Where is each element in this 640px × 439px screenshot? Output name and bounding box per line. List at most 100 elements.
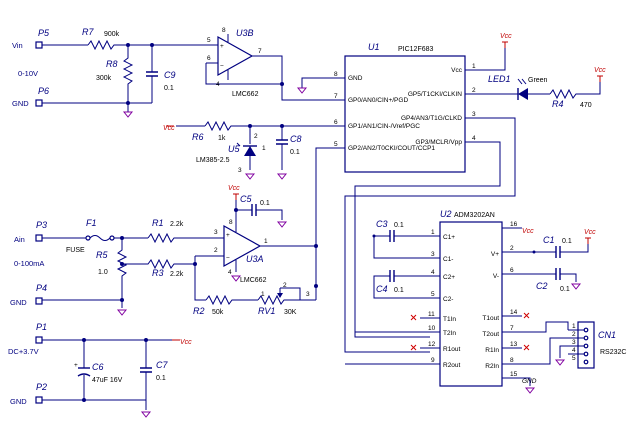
f1-value: FUSE <box>66 247 85 254</box>
u5-pin: 1 <box>262 145 266 152</box>
u2-lpin-num: 10 <box>428 325 436 332</box>
u2-lpin-num: 1 <box>431 229 435 236</box>
connector-cn1: 1 2 3 4 5 CN1 RS232C <box>568 321 626 369</box>
vcc-label: Vcc <box>584 229 596 236</box>
u2-gnd-pin-label: GND <box>522 378 537 385</box>
u2-lpin-name: C2- <box>443 296 453 303</box>
u2-rpin-num: 15 <box>510 371 518 378</box>
port-p3: P3 Ain <box>14 220 47 244</box>
rv1-pin: 3 <box>306 291 310 298</box>
u2-lpin-name: T1In <box>443 316 456 323</box>
u2-rpin-name: V- <box>493 273 499 280</box>
opamp-u3a: + − U3A LMC662 3 2 1 8 4 <box>214 218 316 284</box>
c4-value: 0.1 <box>394 287 404 294</box>
svg-text:−: − <box>220 63 224 70</box>
u3a-pin: 3 <box>214 229 218 236</box>
p2-ref: P2 <box>36 382 47 392</box>
voltage-range-label: 0-10V <box>18 69 38 78</box>
u3b-pin-p: 5 <box>207 37 211 44</box>
capacitor-c6: + C6 47uF 16V <box>74 340 123 400</box>
port-p6: P6 GND <box>12 86 49 108</box>
c6-value: 47uF 16V <box>92 377 123 384</box>
u2-lpin-num: 12 <box>428 341 436 348</box>
p1-net: DC+3.7V <box>8 347 39 356</box>
u3b-pin-gnd: 4 <box>216 81 220 88</box>
rv1-ref: RV1 <box>258 306 275 316</box>
u2-rpin-name: T2out <box>482 331 499 338</box>
p6-net-label: GND <box>12 99 29 108</box>
resistor-r7: R7 900k <box>82 27 122 51</box>
zener-u5: U5 LM385-2.5 2 1 3 <box>196 126 266 174</box>
u2-rpin-num: 16 <box>510 221 518 228</box>
p3-net: Ain <box>14 235 25 244</box>
r7-ref: R7 <box>82 27 94 37</box>
u1-lpin-name: GP1/AN1/CIN-/Vref/PGC <box>348 123 420 130</box>
p5-net-label: Vin <box>12 41 23 50</box>
u2-lpin-num: 11 <box>428 311 435 318</box>
rv1-pin: 1 <box>261 291 265 298</box>
u1-rpin-num: 2 <box>472 87 476 94</box>
u2-lpin-name: C1- <box>443 256 453 263</box>
capacitor-c4: C4 0.1 <box>373 270 420 299</box>
r5-value: 1.0 <box>98 269 108 276</box>
p3-ref: P3 <box>36 220 47 230</box>
u2-rpin-name: V+ <box>491 251 499 258</box>
c9-ref: C9 <box>164 70 176 80</box>
c2-ref: C2 <box>536 281 548 291</box>
u2-lpin-name: R1out <box>443 346 461 353</box>
cn1-ref: CN1 <box>598 330 616 340</box>
u2-vcc-pin-label: Vcc <box>522 228 534 235</box>
p4-net: GND <box>10 298 27 307</box>
u2-rpin-name: R2In <box>485 363 499 370</box>
u1-rpin-num: 4 <box>472 135 476 142</box>
r4-value: 470 <box>580 102 592 109</box>
led-led1: LED1 Green <box>485 74 550 100</box>
u2-ref: U2 <box>440 209 452 219</box>
u3a-pin: 2 <box>214 247 218 254</box>
u2-rpin-num: 7 <box>510 325 514 332</box>
r2-ref: R2 <box>193 306 205 316</box>
u3b-ref: U3B <box>236 28 254 38</box>
f1-ref: F1 <box>86 218 97 228</box>
u1-lpin-num: 5 <box>334 141 338 148</box>
c7-ref: C7 <box>156 360 168 370</box>
p4-ref: P4 <box>36 283 47 293</box>
r3-ref: R3 <box>152 268 164 278</box>
svg-text:−: − <box>226 255 230 262</box>
resistor-r6: R6 1k <box>192 120 250 142</box>
p2-net: GND <box>10 397 27 406</box>
ground-symbol <box>122 111 134 118</box>
capacitor-c3: C3 0.1 <box>372 219 420 259</box>
svg-text:+: + <box>74 362 78 369</box>
c3-value: 0.1 <box>394 222 404 229</box>
c8-ref: C8 <box>290 134 302 144</box>
u2-rpin-name: R1In <box>485 347 499 354</box>
u3b-value: LMC662 <box>232 91 259 98</box>
r1-ref: R1 <box>152 218 164 228</box>
u2-rpin-num: 8 <box>510 357 514 364</box>
u2-lpin-num: 5 <box>431 291 435 298</box>
p6-ref-label: P6 <box>38 86 49 96</box>
u1-lpin-num: 8 <box>334 71 338 78</box>
u1-ref: U1 <box>368 42 380 52</box>
ic-u2: U2 ADM3202AN 1 3 4 5 11 10 12 9 C1+ C1- … <box>420 209 522 387</box>
svg-text:+: + <box>226 232 230 239</box>
r1-value: 2.2k <box>170 221 184 228</box>
vcc-symbol: Vcc <box>163 125 175 132</box>
cn1-pin: 1 <box>572 323 576 330</box>
u2-lpin-name: C1+ <box>443 234 455 241</box>
u5-pin: 2 <box>254 133 258 140</box>
led1-value: Green <box>528 77 548 84</box>
vcc-label: Vcc <box>500 33 512 40</box>
c1-ref: C1 <box>543 235 555 245</box>
p5-ref-label: P5 <box>38 28 50 38</box>
u1-lpin-name: GP2/AN2/T0CKI/COUT/CCP1 <box>348 145 435 152</box>
u2-rpin-num: 2 <box>510 245 514 252</box>
r6-ref: R6 <box>192 132 204 142</box>
cn1-value: RS232C <box>600 349 626 356</box>
u2-lpin-name: C2+ <box>443 274 455 281</box>
u5-pin: 3 <box>238 167 242 174</box>
cn1-pin: 4 <box>572 347 576 354</box>
u3a-value: LMC662 <box>240 277 267 284</box>
resistor-r5: R5 1.0 <box>96 238 128 300</box>
